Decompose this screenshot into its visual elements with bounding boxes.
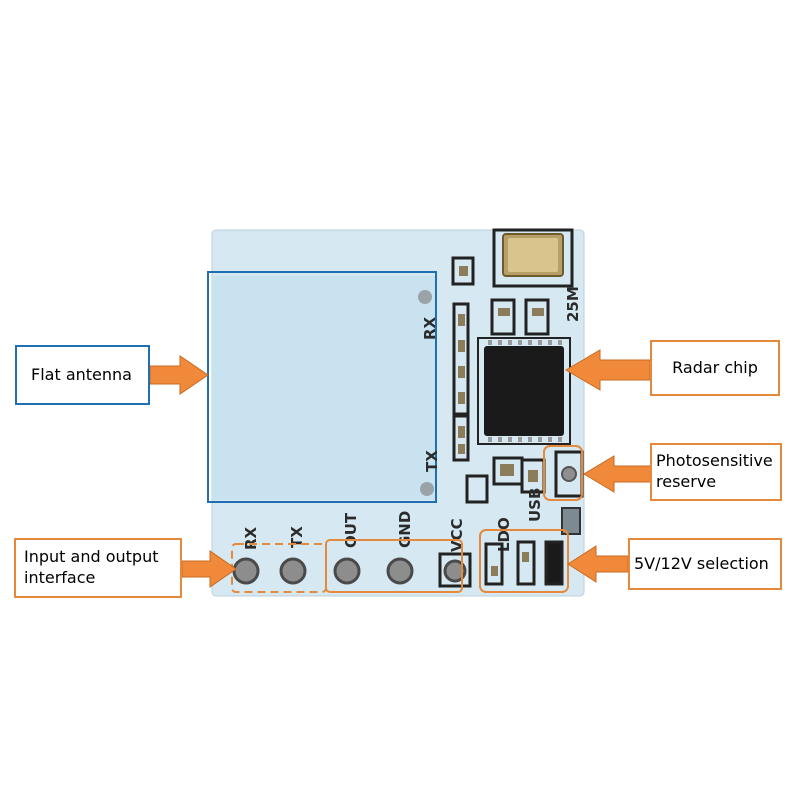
photosensitive-frame <box>543 445 583 501</box>
callout-photosensitive: Photosensitive reserve <box>650 443 782 501</box>
callout-flat-antenna: Flat antenna <box>15 345 150 405</box>
selection-frame <box>479 529 569 593</box>
pin-label-rx: RX <box>242 526 260 550</box>
arrow-selection <box>567 545 629 583</box>
arrow-io-interface <box>181 550 237 588</box>
side-component <box>561 507 581 535</box>
silk-rx-side: RX <box>421 316 439 340</box>
silk-ldo: LDO <box>495 517 513 552</box>
pin-vcc-pad <box>438 552 472 588</box>
pin-label-out: OUT <box>342 512 360 548</box>
solder-pads <box>458 266 544 482</box>
pin-gnd <box>386 557 414 585</box>
antenna-tx-via <box>420 482 434 496</box>
antenna-patch <box>212 276 436 500</box>
photosensitive-via <box>561 466 577 482</box>
pin-vcc <box>443 559 467 583</box>
pin-out <box>333 557 361 585</box>
antenna-highlight-frame <box>207 271 437 503</box>
io-solid-frame <box>325 539 463 593</box>
pin-tx <box>279 557 307 585</box>
silk-tx-side: TX <box>423 450 441 472</box>
callout-io-interface-text: Input and output interface <box>24 547 159 587</box>
silk-usb: USB <box>526 488 544 522</box>
arrow-radar-chip <box>565 349 651 391</box>
arrow-photosensitive <box>583 455 653 493</box>
callout-photosensitive-text: Photosensitive reserve <box>656 451 773 491</box>
header-pins <box>232 552 472 588</box>
callout-io-interface: Input and output interface <box>14 538 182 598</box>
pin-label-gnd: GND <box>396 511 414 548</box>
radar-chip <box>484 346 564 436</box>
callout-radar-chip: Radar chip <box>650 340 780 396</box>
pin-label-vcc: VCC <box>448 518 466 552</box>
callout-flat-antenna-text: Flat antenna <box>31 364 132 384</box>
passive-components <box>451 256 550 504</box>
selection-pads <box>484 540 564 586</box>
pin-rx <box>232 557 260 585</box>
antenna-rx-via <box>418 290 432 304</box>
crystal-top <box>508 238 558 272</box>
crystal-outline <box>492 228 574 288</box>
callout-radar-chip-text: Radar chip <box>672 357 758 377</box>
arrow-antenna <box>149 355 209 395</box>
chip-pins <box>488 340 562 442</box>
callout-selection-text: 5V/12V selection <box>634 553 769 573</box>
radar-chip-outline <box>477 337 571 445</box>
pin-label-tx: TX <box>288 526 306 548</box>
silk-25m: 25M <box>564 286 582 322</box>
callout-selection: 5V/12V selection <box>628 538 782 590</box>
